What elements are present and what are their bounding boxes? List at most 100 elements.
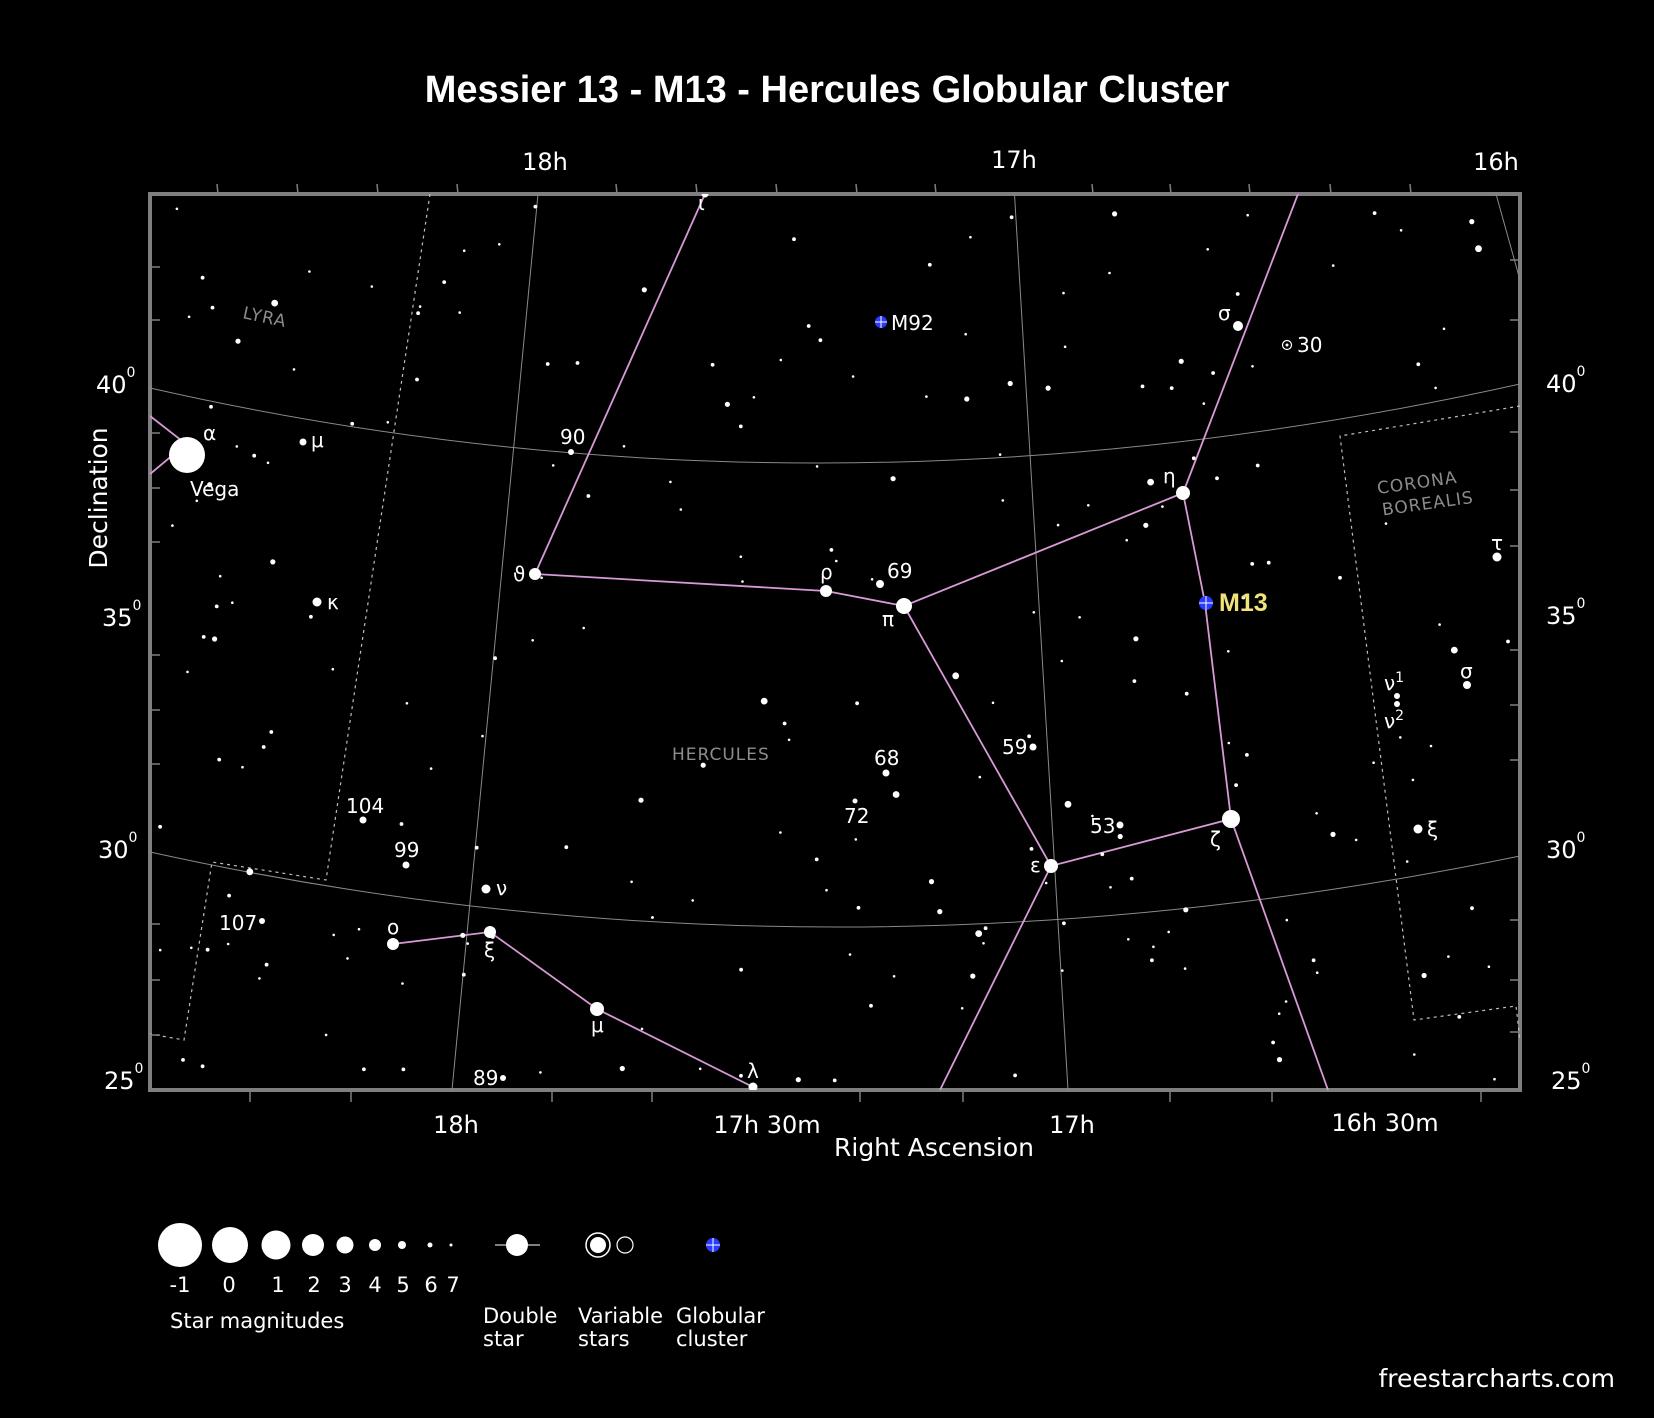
faint-star (638, 797, 644, 803)
faint-star (724, 401, 731, 407)
faint-star (405, 702, 409, 705)
dec-right-tick-25: 250 (1551, 1061, 1590, 1095)
faint-star (1284, 1000, 1288, 1003)
faint-star (1150, 958, 1154, 963)
faint-star (937, 909, 943, 915)
faint-star (1285, 918, 1289, 922)
m13-symbol[interactable] (1199, 596, 1213, 610)
faint-star (401, 1067, 406, 1072)
faint-star (1184, 691, 1189, 696)
label-vega-name: Vega (190, 477, 239, 501)
ra-top-tick-18h: 18h (522, 148, 568, 176)
legend-mag-1 (261, 1230, 291, 1260)
faint-star (1009, 215, 1014, 220)
label-crb-nu2: ν2 (1384, 708, 1404, 733)
faint-star (1276, 1057, 1283, 1063)
faint-star (1132, 679, 1137, 683)
label-her-omicron: ο (387, 915, 399, 939)
faint-star (825, 888, 828, 892)
faint-star (416, 311, 420, 316)
star-crb-sigma (1463, 681, 1471, 689)
credit-link[interactable]: freestarcharts.com (1378, 1364, 1615, 1393)
faint-star (978, 775, 982, 779)
frame-ticks (150, 183, 1520, 1102)
faint-star (782, 721, 787, 726)
named-stars (169, 194, 1502, 1090)
faint-star (787, 738, 791, 742)
faint-star (890, 476, 896, 482)
faint-star (1227, 650, 1230, 653)
star-her-iota (701, 194, 709, 198)
faint-star (1438, 623, 1441, 626)
faint-star (927, 262, 932, 267)
faint-star (1315, 971, 1319, 974)
faint-star (1013, 1073, 1017, 1078)
faint-star (1241, 595, 1246, 600)
ra-bottom-tick-18h: 18h (433, 1111, 479, 1139)
label-crb-nu1: ν1 (1384, 670, 1404, 695)
label-her-iota: ι (698, 191, 705, 215)
faint-star (1411, 778, 1415, 782)
faint-star (964, 332, 967, 336)
boundary-hercules-corona-borealis (1339, 405, 1520, 1041)
faint-star (1191, 456, 1196, 461)
dec-left-tick-30: 300 (98, 830, 137, 864)
frame-tick-top (775, 183, 778, 195)
legend-variable-star-faint (616, 1236, 634, 1254)
faint-star (792, 237, 796, 242)
faint-star (739, 967, 743, 972)
label-m13: M13 (1219, 589, 1268, 617)
label-her-99: 99 (394, 838, 419, 862)
faint-star (779, 831, 782, 834)
star-her-mu (590, 1002, 604, 1016)
dec-left-tick-25: 250 (104, 1061, 143, 1095)
faint-star (752, 396, 756, 399)
faint-star (1127, 938, 1130, 941)
frame-tick-top (855, 183, 858, 195)
faint-star (458, 311, 462, 314)
faint-star (779, 358, 783, 362)
faint-star (586, 494, 591, 498)
constellation-label-hercules: HERCULES (672, 745, 770, 765)
faint-star (1372, 211, 1377, 216)
faint-stars (158, 204, 1510, 1083)
m92-symbol[interactable] (875, 316, 887, 328)
faint-star (1413, 1053, 1416, 1056)
faint-star (261, 745, 266, 749)
label-her-zeta: ζ (1210, 827, 1221, 851)
ra-grid-17h (1013, 194, 1069, 1090)
faint-star (187, 315, 191, 319)
faint-star (739, 555, 743, 558)
legend-mag-0 (212, 1227, 248, 1263)
faint-star (1442, 327, 1446, 331)
ra-grid-18h (451, 194, 539, 1090)
faint-star (1087, 504, 1090, 507)
faint-star (226, 942, 230, 946)
faint-star (991, 701, 995, 705)
label-her-sigma: σ (1218, 301, 1231, 325)
faint-star (442, 280, 447, 284)
star-her-53 (1116, 821, 1124, 829)
faint-star (1447, 955, 1450, 958)
faint-star (1450, 646, 1458, 654)
faint-star (795, 1077, 801, 1083)
faint-star (1152, 945, 1155, 949)
dec-right-tick-35: 350 (1546, 596, 1585, 630)
star-her-72 (852, 798, 858, 804)
faint-star (474, 845, 479, 850)
faint-star (1045, 385, 1051, 391)
faint-star (386, 421, 390, 424)
faint-star (1421, 972, 1427, 979)
legend-mag-7 (449, 1243, 453, 1247)
faint-star (975, 930, 983, 937)
label-her-mu: μ (591, 1013, 604, 1037)
faint-star (1202, 402, 1206, 405)
faint-star (1147, 478, 1154, 486)
faint-star (1250, 562, 1255, 566)
faint-star (1251, 365, 1254, 368)
ra-bottom-tick-17h30m: 17h 30m (713, 1111, 820, 1139)
faint-star (960, 1007, 964, 1010)
label-her-pi: π (882, 607, 894, 631)
legend-mag-label: -1 (170, 1273, 191, 1297)
